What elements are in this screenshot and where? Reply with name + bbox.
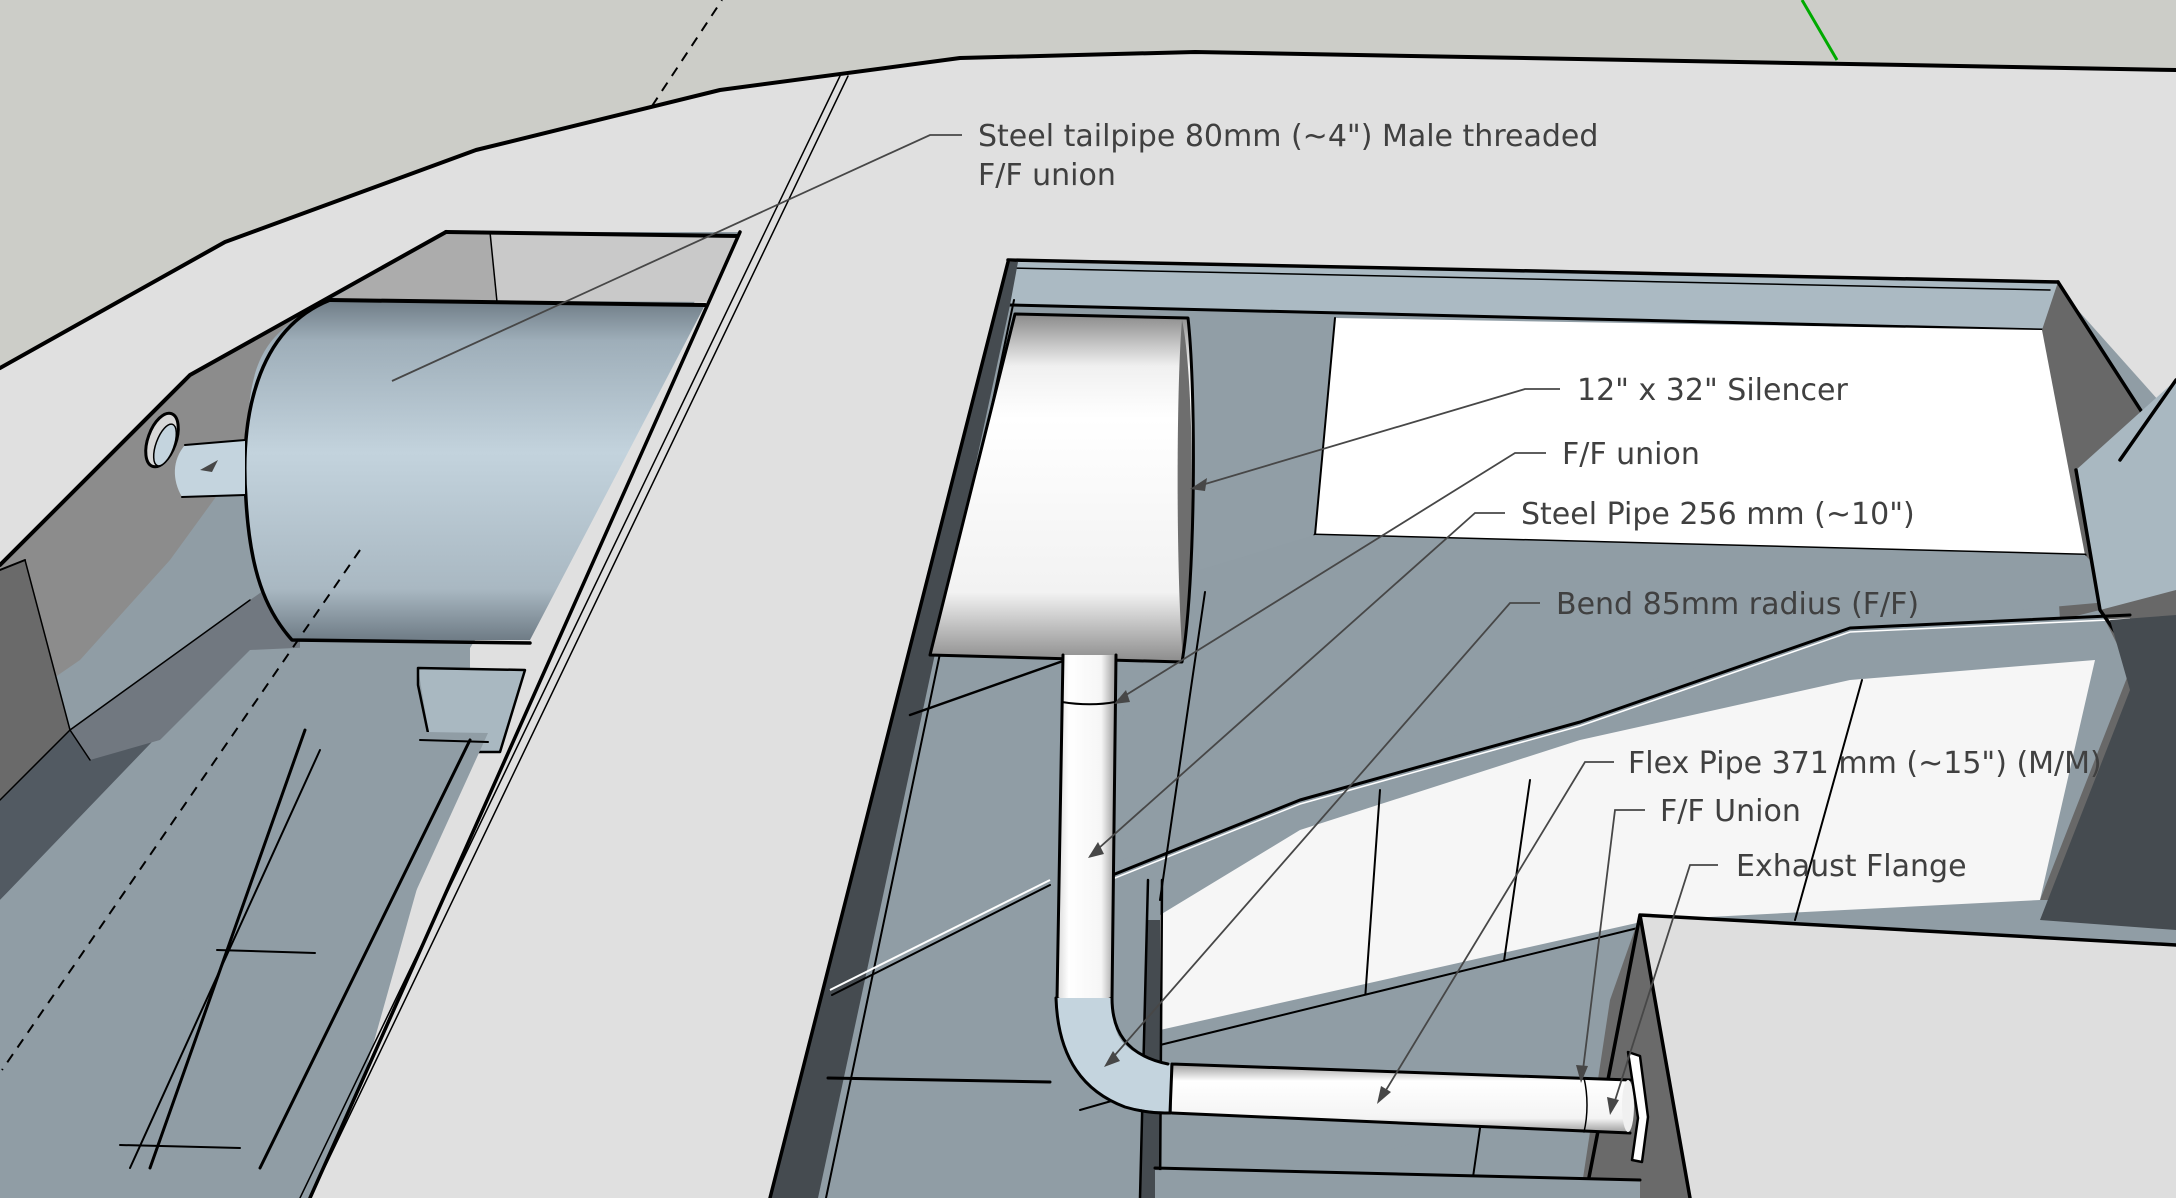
- steel-pipe[interactable]: [1057, 655, 1116, 1000]
- dashed-center-line: [1, 549, 361, 1071]
- flex-pipe[interactable]: [1172, 1064, 1630, 1132]
- label-exhaust-flange: Exhaust Flange: [1736, 849, 1967, 884]
- silencer[interactable]: [930, 314, 1193, 662]
- label-tailpipe-line1: Steel tailpipe 80mm (~4") Male threaded: [978, 119, 1598, 154]
- label-ff-union-top: F/F union: [1562, 437, 1700, 472]
- annotation-labels: Steel tailpipe 80mm (~4") Male threaded …: [978, 119, 2102, 884]
- label-silencer: 12" x 32" Silencer: [1577, 373, 1848, 408]
- ff-union-bottom[interactable]: [1583, 1077, 1588, 1133]
- right-compartment: [768, 258, 2176, 1198]
- left-silencer-body: [246, 300, 705, 640]
- label-bend: Bend 85mm radius (F/F): [1556, 587, 1919, 622]
- green-axis-line: [1800, 0, 1839, 61]
- ff-union-top[interactable]: [1061, 701, 1116, 706]
- foreground-block: [1640, 915, 2176, 1198]
- label-ff-union-bottom: F/F Union: [1660, 794, 1801, 829]
- left-compartment: [0, 75, 849, 1198]
- annotation-leaders: [391, 134, 1718, 1115]
- label-flex-pipe: Flex Pipe 371 mm (~15") (M/M): [1628, 746, 2102, 781]
- dashed-guide-line: [651, 0, 723, 107]
- label-steel-pipe: Steel Pipe 256 mm (~10"): [1521, 497, 1915, 532]
- back-wall: [1315, 318, 2085, 555]
- label-tailpipe-line2: F/F union: [978, 158, 1116, 193]
